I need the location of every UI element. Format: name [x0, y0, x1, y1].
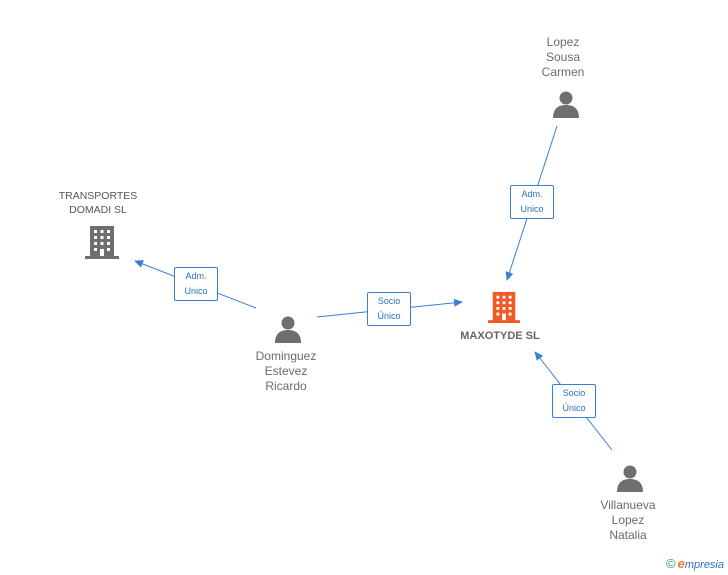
building-icon: [488, 291, 520, 323]
person-icon: [553, 91, 579, 118]
relation-label-lopez-maxotyde: Adm. Unico: [510, 185, 554, 219]
person-label-lopez: Lopez Sousa Carmen: [541, 35, 585, 79]
person-label-villanueva: Villanueva Lopez Natalia: [600, 498, 656, 542]
brand-name: mpresia: [684, 559, 724, 571]
building-icon: [85, 226, 119, 259]
relation-label-dominguez-transportes: Adm. Unico: [174, 267, 218, 301]
relation-label-dominguez-maxotyde: Socio Único: [367, 292, 411, 326]
person-label-dominguez: Dominguez Estevez Ricardo: [255, 349, 317, 393]
empresia-watermark: ©empresia: [666, 556, 724, 571]
company-label-maxotyde: MAXOTYDE SL: [460, 330, 540, 342]
relation-label-villanueva-maxotyde: Socio Único: [552, 384, 596, 418]
brand-initial: e: [677, 556, 685, 571]
person-icon: [617, 465, 643, 492]
company-label-transportes: TRANSPORTES DOMADI SL: [58, 190, 138, 216]
person-icon: [275, 316, 301, 343]
copyright-icon: ©: [666, 556, 676, 571]
